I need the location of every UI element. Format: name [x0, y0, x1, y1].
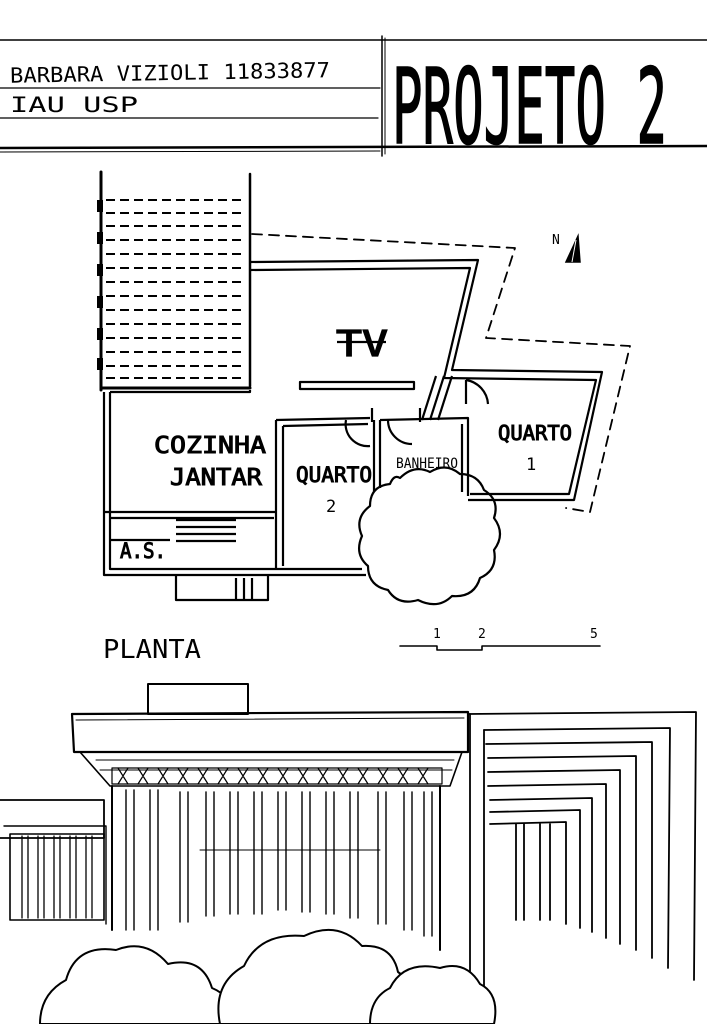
project-title: PROJETO 2: [392, 46, 667, 168]
floor-plan: N TV COZINHA JANTAR QUARTO 2 BANHEIRO QU…: [97, 170, 631, 665]
author-name: BARBARA VIZIOLI 11833877: [10, 58, 330, 88]
room-label-kitchen: COZINHA: [154, 433, 266, 459]
scale-tick-5: 5: [590, 627, 598, 642]
school-name: IAU USP: [10, 93, 138, 117]
room-label-bedroom-1: QUARTO: [498, 421, 572, 445]
room-label-tv: TV: [336, 324, 388, 365]
title-block: BARBARA VIZIOLI 11833877 IAU USP PROJETO…: [0, 35, 707, 169]
roof-outline-dashed: [251, 233, 631, 513]
scale-tick-1: 1: [433, 627, 441, 642]
scale-bar: 1 2 5: [399, 627, 601, 651]
plan-caption: PLANTA: [103, 635, 201, 665]
walls: [102, 258, 604, 602]
scale-tick-2: 2: [478, 627, 486, 642]
title-bottom-line: [0, 144, 707, 150]
room-label-service-area: A.S.: [120, 539, 166, 563]
room-label-bedroom-2: QUARTO: [296, 463, 372, 487]
title-bottom-line-2: [0, 150, 381, 153]
garage-hatch: [97, 170, 252, 392]
tree-canopy: [357, 466, 502, 606]
room-number-bedroom-1: 1: [526, 455, 536, 475]
north-arrow: N: [552, 233, 581, 263]
north-label: N: [552, 233, 560, 248]
room-label-dining: JANTAR: [170, 465, 262, 491]
room-number-bedroom-2: 2: [326, 497, 336, 517]
perspective-sketch: [0, 683, 697, 1024]
room-label-bathroom: BANHEIRO: [396, 456, 458, 472]
